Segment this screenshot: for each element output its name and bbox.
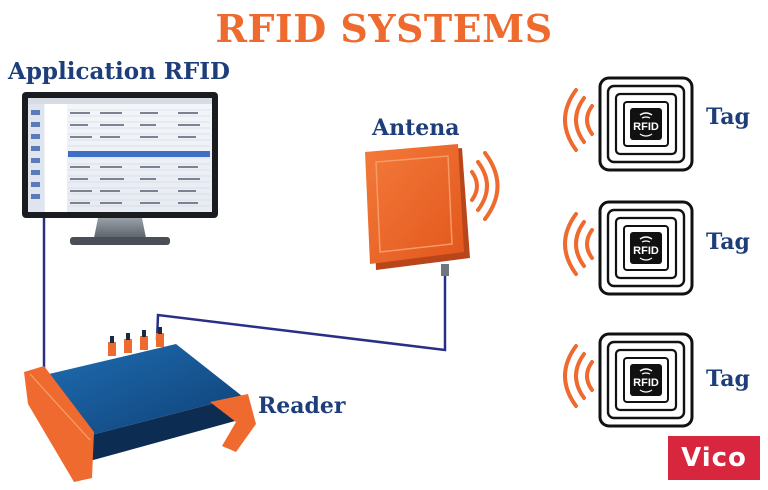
radio-waves-icon <box>470 151 500 221</box>
page-title: RFID SYSTEMS <box>215 6 553 51</box>
radio-waves-icon <box>563 344 594 408</box>
tag-label-2: Tag <box>706 229 750 255</box>
chip-text: RFID <box>633 245 659 257</box>
application-rfid-label: Application RFID <box>8 58 230 85</box>
rfid-antenna-icon <box>365 144 470 276</box>
rfid-tag-icon: RFID <box>598 200 694 296</box>
rfid-tag-icon: RFID <box>598 76 694 172</box>
cable-reader-antenna <box>155 275 447 352</box>
chip-text: RFID <box>633 121 659 133</box>
rfid-tag-icon: RFID <box>598 332 694 428</box>
radio-waves-icon <box>563 212 594 276</box>
brand-logo: Vico <box>668 436 760 480</box>
reader-label: Reader <box>258 393 346 419</box>
brand-logo-text: Vico <box>681 443 747 473</box>
tag-label-1: Tag <box>706 104 750 130</box>
computer-monitor-icon <box>22 92 218 245</box>
chip-text: RFID <box>633 377 659 389</box>
antena-label: Antena <box>372 115 460 141</box>
rfid-reader-icon <box>24 327 256 482</box>
radio-waves-icon <box>563 88 594 152</box>
tag-label-3: Tag <box>706 366 750 392</box>
